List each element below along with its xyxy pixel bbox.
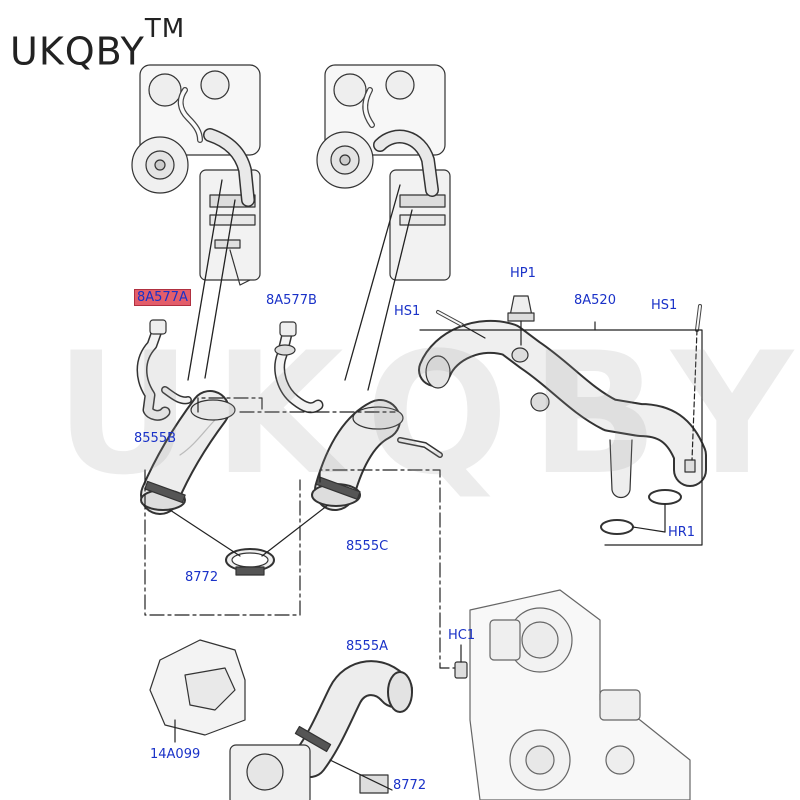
engine-assembly-right [316, 64, 451, 281]
dashed-leaders [144, 397, 461, 669]
callout-8A577A[interactable]: 8A577A [134, 289, 191, 306]
callout-14A099[interactable]: 14A099 [150, 747, 201, 762]
callout-8555B[interactable]: 8555B [134, 431, 177, 446]
callout-8772-bottom[interactable]: 8772 [393, 778, 427, 793]
hose-8555C [311, 399, 443, 511]
callout-HP1[interactable]: HP1 [510, 266, 536, 281]
engine-block-bottom-right [469, 589, 691, 800]
callout-HS1-right[interactable]: HS1 [651, 298, 678, 313]
bolt-HS1-right [691, 304, 702, 461]
hose-8555B [140, 390, 236, 515]
callout-HR1[interactable]: HR1 [668, 525, 696, 540]
hose-8A577A [136, 319, 192, 421]
pipe-8A520 [418, 319, 707, 499]
callout-8A520[interactable]: 8A520 [574, 293, 616, 308]
bleeder-HP1 [507, 295, 535, 346]
callout-HS1-left[interactable]: HS1 [394, 304, 421, 319]
clip-HC1 [454, 644, 468, 679]
callout-8555A[interactable]: 8555A [346, 639, 388, 654]
clamp-8772-top [169, 504, 329, 576]
leader-lines-top [187, 179, 413, 391]
seals-HR1 [600, 489, 682, 535]
leader-8772-bottom [329, 759, 393, 791]
callout-8A577B[interactable]: 8A577B [266, 293, 317, 308]
watermark-text: UKQBY [55, 316, 800, 512]
callout-HC1[interactable]: HC1 [448, 628, 476, 643]
watermark: UKQBYTM [55, 305, 800, 512]
brand-trademark: TM [144, 14, 186, 44]
callout-8772-top[interactable]: 8772 [185, 570, 219, 585]
cover-14A099 [149, 639, 246, 743]
hose-8A577B [274, 321, 324, 414]
engine-assembly-left [131, 64, 261, 286]
frame-8A520 [419, 329, 703, 546]
bolt-HS1-left [436, 310, 486, 339]
brand-name: UKQBY [10, 29, 145, 74]
hose-8555A [292, 660, 413, 778]
brand-logo: UKQBYTM [10, 14, 185, 74]
pump-assembly-bottom [229, 744, 389, 800]
callout-8555C[interactable]: 8555C [346, 539, 389, 554]
